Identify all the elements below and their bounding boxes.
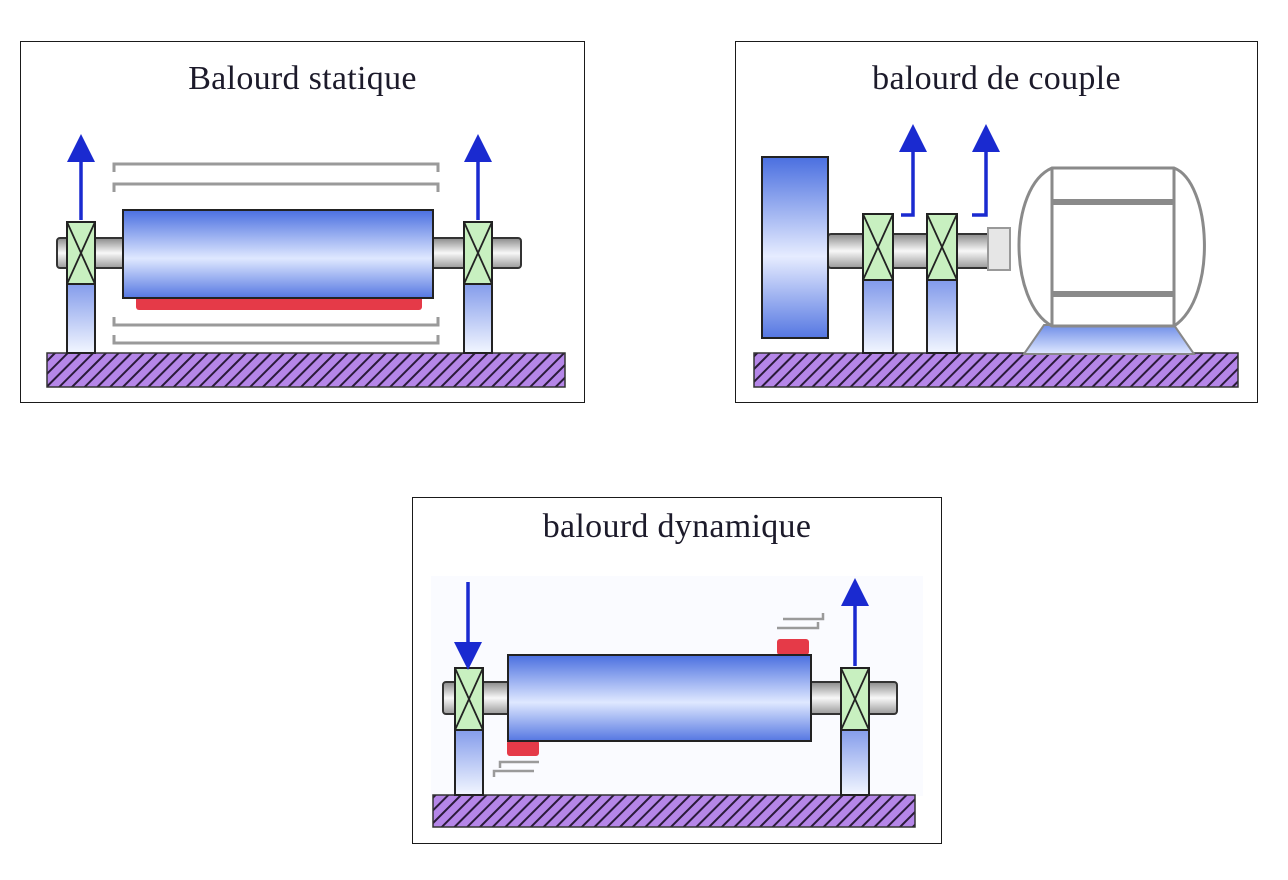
right-bearing: [926, 213, 958, 281]
unbalance-mass-top: [777, 639, 809, 655]
right-support: [840, 725, 870, 796]
right-bearing: [463, 221, 493, 285]
panel-title: balourd de couple: [872, 60, 1121, 97]
panel-title: Balourd statique: [188, 60, 417, 97]
panel-static-unbalance: Balourd statique: [20, 41, 585, 403]
rotor: [507, 654, 812, 742]
left-support: [454, 725, 484, 796]
motion-lines-bottom: [492, 760, 539, 777]
ground-base: [432, 794, 916, 828]
static-unbalance-diagram: [46, 134, 566, 388]
left-bearing: [66, 221, 96, 285]
left-support: [66, 279, 96, 354]
electric-motor: [1017, 166, 1206, 328]
right-bearing: [840, 667, 870, 731]
dynamic-unbalance-diagram: [431, 576, 923, 828]
motor-foot: [1022, 324, 1196, 355]
motion-lines-top: [112, 162, 440, 192]
shaft: [827, 233, 997, 269]
motor-shaft-coupling: [987, 227, 1011, 271]
couple-unbalance-diagram: [753, 124, 1239, 388]
ground-base: [46, 352, 566, 388]
right-force-arrow: [972, 124, 1000, 217]
ground-base: [753, 352, 1239, 388]
unbalance-mass-bottom: [507, 740, 539, 756]
motion-lines-top: [777, 613, 825, 630]
left-bearing: [454, 667, 484, 731]
right-support: [463, 279, 493, 354]
right-support: [926, 277, 958, 354]
panel-couple-unbalance: balourd de couple: [735, 41, 1258, 403]
left-force-arrow: [899, 124, 927, 217]
left-bearing: [862, 213, 894, 281]
left-support: [862, 277, 894, 354]
panel-title: balourd dynamique: [542, 508, 812, 545]
panel-dynamic-unbalance: balourd dynamique: [412, 497, 942, 844]
rotor: [122, 209, 434, 299]
motion-lines-bottom: [112, 317, 440, 345]
flywheel-disk: [761, 156, 829, 339]
